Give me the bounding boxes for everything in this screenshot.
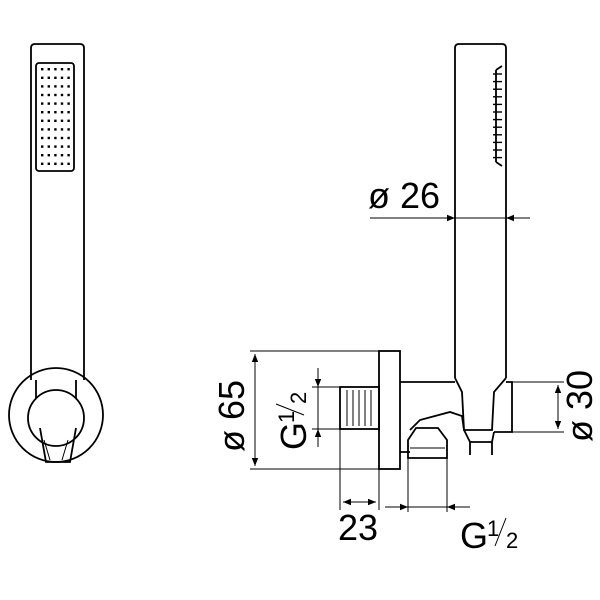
spray-nozzle: [47, 93, 50, 97]
side-nozzle-ridges: [493, 73, 502, 159]
dimensions: ø 26 ø 65 G 1 2 ø 30 23: [211, 175, 600, 556]
spray-nozzle: [41, 145, 44, 148]
spray-nozzle: [60, 68, 64, 71]
thread-bottom-slash: [494, 517, 507, 547]
spray-nozzle: [60, 136, 64, 140]
spray-nozzle: [47, 102, 50, 105]
spray-nozzle: [41, 119, 44, 122]
side-wall-flange: [378, 350, 401, 470]
spray-nozzle: [54, 128, 57, 131]
spray-nozzle: [60, 128, 64, 131]
spray-nozzle: [54, 85, 57, 88]
spray-nozzle: [67, 119, 70, 122]
thread-left-g: G: [273, 422, 314, 450]
spray-nozzle: [60, 93, 64, 97]
spray-nozzle: [60, 154, 64, 157]
thread-left-slash: [275, 403, 305, 416]
spray-nozzle: [54, 145, 57, 148]
spray-nozzle: [54, 154, 57, 157]
spray-nozzle: [60, 85, 64, 88]
spray-nozzle: [47, 111, 50, 114]
front-hose-stub: [43, 439, 69, 461]
inlet-thread-lines: [346, 390, 372, 426]
spray-nozzle: [47, 162, 50, 165]
dim-flange-diameter-label: ø 65: [211, 380, 252, 452]
side-holder-body: [400, 381, 513, 453]
spray-nozzle: [67, 128, 70, 131]
spray-nozzle: [67, 68, 70, 71]
side-nozzle-bar: [495, 65, 503, 167]
side-threaded-inlet: [339, 386, 380, 430]
spray-nozzle: [41, 68, 44, 71]
spray-nozzle: [54, 136, 57, 140]
front-spray-face: [35, 62, 75, 172]
spray-nozzle: [47, 85, 50, 88]
dim-outlet-offset-label: 23: [338, 507, 378, 548]
spray-nozzle: [67, 93, 70, 97]
spray-nozzle: [47, 136, 50, 140]
spray-nozzle: [54, 76, 57, 79]
spray-nozzle: [41, 85, 44, 88]
front-holder-circle: [27, 389, 85, 447]
thread-left-num: 1: [274, 411, 299, 423]
spray-nozzle: [60, 145, 64, 148]
front-view: [8, 43, 104, 463]
side-view: [339, 43, 513, 470]
spray-nozzle: [67, 102, 70, 105]
spray-nozzle: [67, 111, 70, 114]
spray-nozzle: [60, 119, 64, 122]
spray-nozzle: [41, 93, 44, 97]
dim-handle-diameter-label: ø 26: [368, 175, 440, 216]
spray-nozzle: [67, 136, 70, 140]
spray-nozzle: [67, 162, 70, 165]
spray-nozzle: [41, 102, 44, 105]
spray-nozzle: [47, 128, 50, 131]
front-wall-flange: [8, 367, 104, 463]
spray-nozzle: [60, 102, 64, 105]
spray-nozzle: [54, 162, 57, 165]
side-handle-outline: [454, 43, 507, 378]
thread-bottom-label: G 1 2: [460, 515, 518, 556]
spray-nozzle: [47, 76, 50, 79]
spray-nozzle-grid: [41, 68, 70, 165]
thread-bottom-num: 1: [487, 516, 499, 541]
spray-nozzle: [67, 154, 70, 157]
front-handle-outline: [30, 43, 85, 380]
spray-nozzle: [60, 111, 64, 114]
spray-nozzle: [47, 145, 50, 148]
spray-nozzle: [54, 111, 57, 114]
thread-left-den: 2: [286, 392, 311, 404]
spray-nozzle: [67, 85, 70, 88]
side-outlet-nut: [407, 427, 448, 459]
spray-nozzle: [60, 76, 64, 79]
spray-nozzle: [60, 162, 64, 165]
spray-nozzle: [47, 154, 50, 157]
dim-holder-diameter-label: ø 30: [559, 370, 600, 442]
spray-nozzle: [67, 76, 70, 79]
spray-nozzle: [47, 68, 50, 71]
side-handle-cone: [454, 377, 507, 431]
spray-nozzle: [47, 119, 50, 122]
spray-nozzle: [41, 136, 44, 140]
thread-bottom-den: 2: [506, 528, 518, 553]
front-holder-cradle: [35, 380, 77, 463]
spray-nozzle: [41, 128, 44, 131]
spray-nozzle: [41, 76, 44, 79]
spray-nozzle: [54, 93, 57, 97]
spray-nozzle: [67, 145, 70, 148]
thread-bottom-g: G: [460, 515, 488, 556]
spray-nozzle: [41, 154, 44, 157]
spray-nozzle: [41, 162, 44, 165]
side-holder-arm: [409, 411, 465, 431]
spray-nozzle: [54, 119, 57, 122]
spray-nozzle: [54, 102, 57, 105]
spray-nozzle: [54, 68, 57, 71]
side-hose-connector: [463, 429, 495, 455]
spray-nozzle: [41, 111, 44, 114]
thread-left-label: G 1 2: [273, 392, 314, 450]
